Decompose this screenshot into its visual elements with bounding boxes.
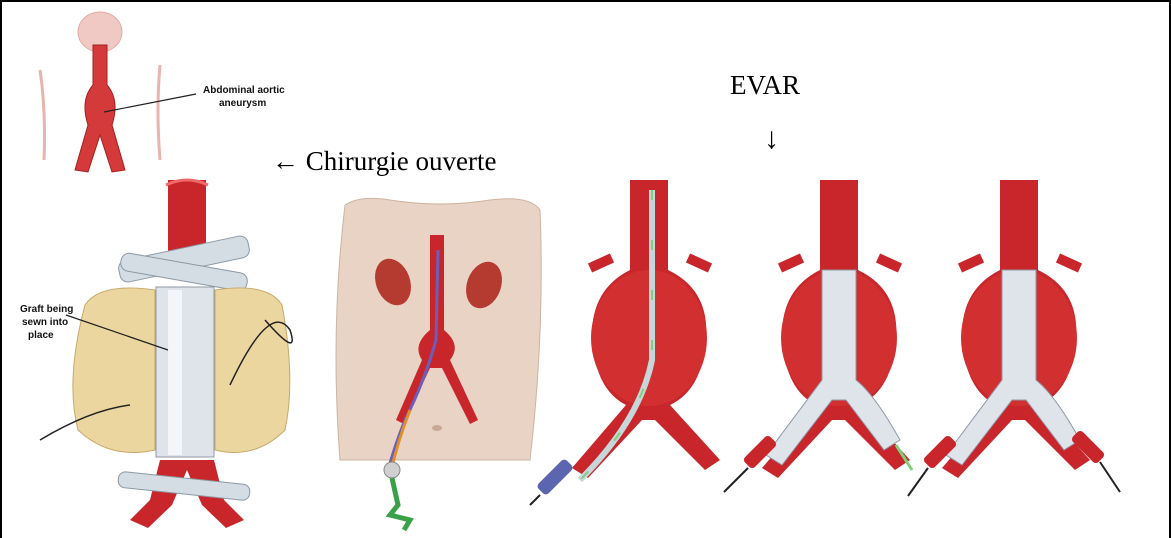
evar-down-arrow: ↓ [764,122,779,156]
open-surgery-illustration: Graft being sewn into place [20,180,292,528]
graft-callout-line2: sewn into [22,317,68,328]
graft-callout-line3: place [28,330,54,341]
abdomen-catheter-illustration [336,198,541,530]
aneurysm-sketch: Abdominal aortic aneurysm [40,12,285,172]
evar-step-1 [530,180,720,505]
evar-step-2 [724,180,912,492]
evar-label: EVAR [730,70,800,101]
aneurysm-callout-line2: aneurysm [219,98,266,109]
open-surgery-label: ← Chirurgie ouverte [272,146,496,177]
evar-step-3 [908,180,1120,496]
aneurysm-callout-line1: Abdominal aortic [203,85,285,96]
graft-callout-line1: Graft being [20,304,73,315]
